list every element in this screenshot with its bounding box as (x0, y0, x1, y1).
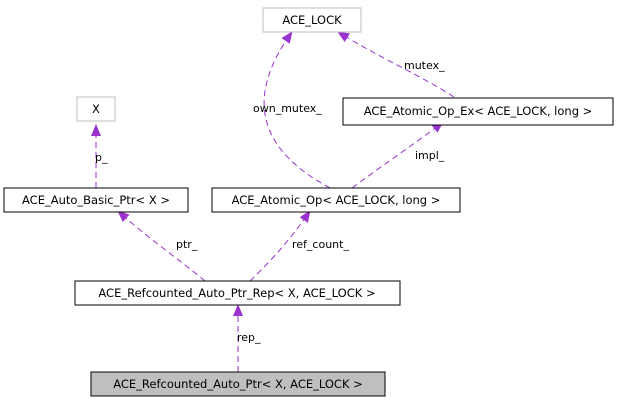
node-label-x: X (92, 102, 100, 116)
node-atomic-op-ex[interactable]: ACE_Atomic_Op_Ex< ACE_LOCK, long > (342, 97, 614, 126)
edge-ref-count (249, 210, 311, 282)
edge-label-impl: impl_ (415, 149, 445, 162)
node-refcounted-rep[interactable]: ACE_Refcounted_Auto_Ptr_Rep< X, ACE_LOCK… (74, 280, 401, 306)
edge-own-mutex (263, 31, 331, 189)
edge-impl (351, 121, 444, 189)
edge-label-ref-count: ref_count_ (292, 238, 349, 251)
node-label-refcounted-rep: ACE_Refcounted_Auto_Ptr_Rep< X, ACE_LOCK… (98, 286, 375, 300)
edge-labels: mutex_ own_mutex_ impl_ p_ ptr_ ref_coun… (95, 59, 445, 344)
node-label-refcounted-ptr: ACE_Refcounted_Auto_Ptr< X, ACE_LOCK > (113, 377, 363, 391)
node-label-atomic-op-ex: ACE_Atomic_Op_Ex< ACE_LOCK, long > (364, 104, 593, 118)
edge-label-ptr: ptr_ (176, 238, 198, 251)
node-auto-basic-ptr[interactable]: ACE_Auto_Basic_Ptr< X > (3, 187, 189, 213)
edge-mutex (337, 31, 455, 98)
edge-label-p: p_ (95, 151, 108, 164)
node-label-auto-basic-ptr: ACE_Auto_Basic_Ptr< X > (22, 193, 170, 207)
node-ace-lock[interactable]: ACE_LOCK (262, 7, 362, 33)
node-atomic-op[interactable]: ACE_Atomic_Op< ACE_LOCK, long > (211, 187, 461, 213)
node-x[interactable]: X (76, 96, 116, 122)
edge-ptr (117, 210, 206, 282)
node-label-ace-lock: ACE_LOCK (282, 13, 342, 27)
edge-label-own-mutex: own_mutex_ (253, 102, 322, 115)
edge-label-rep: rep_ (237, 331, 261, 344)
node-refcounted-ptr[interactable]: ACE_Refcounted_Auto_Ptr< X, ACE_LOCK > (90, 371, 386, 397)
node-label-atomic-op: ACE_Atomic_Op< ACE_LOCK, long > (232, 193, 441, 207)
edge-label-mutex: mutex_ (404, 59, 445, 72)
edges (91, 31, 455, 372)
